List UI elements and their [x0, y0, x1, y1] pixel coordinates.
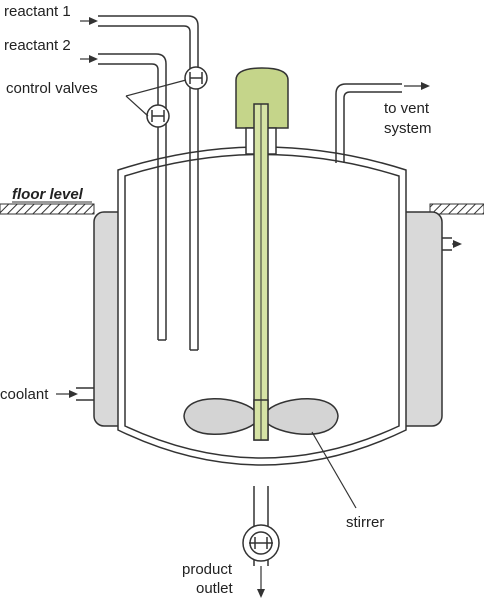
- control-valves-label: control valves: [6, 80, 98, 97]
- stirrer-label: stirrer: [346, 514, 384, 531]
- coolant-outlet-pipe: [442, 237, 452, 251]
- coolant-outlet-arrow: [452, 240, 462, 248]
- vent-pipe: [335, 83, 402, 163]
- coolant-label: coolant: [0, 386, 49, 403]
- stirrer-shaft: [253, 103, 269, 441]
- coolant-inlet-pipe: [76, 387, 94, 401]
- reactant-1-pipe: [98, 15, 199, 351]
- floor-slab-right: [429, 203, 484, 215]
- control-valve-1: [184, 66, 208, 90]
- coolant-arrow: [56, 390, 78, 398]
- reactant-1-label: reactant 1: [4, 3, 71, 20]
- vent-arrow: [404, 82, 430, 90]
- reactant-2-pipe: [98, 53, 167, 341]
- stirrer-motor: [235, 67, 289, 129]
- floor-slab-left: [0, 203, 95, 215]
- control-valve-2: [146, 104, 170, 128]
- product-label-line2: outlet: [196, 580, 234, 597]
- floor-level-label: floor level: [12, 186, 84, 203]
- stirrer-pointer: [311, 431, 357, 509]
- vent-label-line1: to vent: [384, 100, 430, 117]
- product-outlet-valve: [242, 524, 280, 562]
- reactant-1-arrow: [80, 17, 98, 25]
- control-valves-pointer: [125, 79, 187, 117]
- product-label-line1: product: [182, 561, 233, 578]
- reactant-2-label: reactant 2: [4, 37, 71, 54]
- impeller: [183, 398, 339, 441]
- product-outlet-arrow: [257, 566, 265, 598]
- reactant-2-arrow: [80, 55, 98, 63]
- vent-label-line2: system: [384, 120, 432, 137]
